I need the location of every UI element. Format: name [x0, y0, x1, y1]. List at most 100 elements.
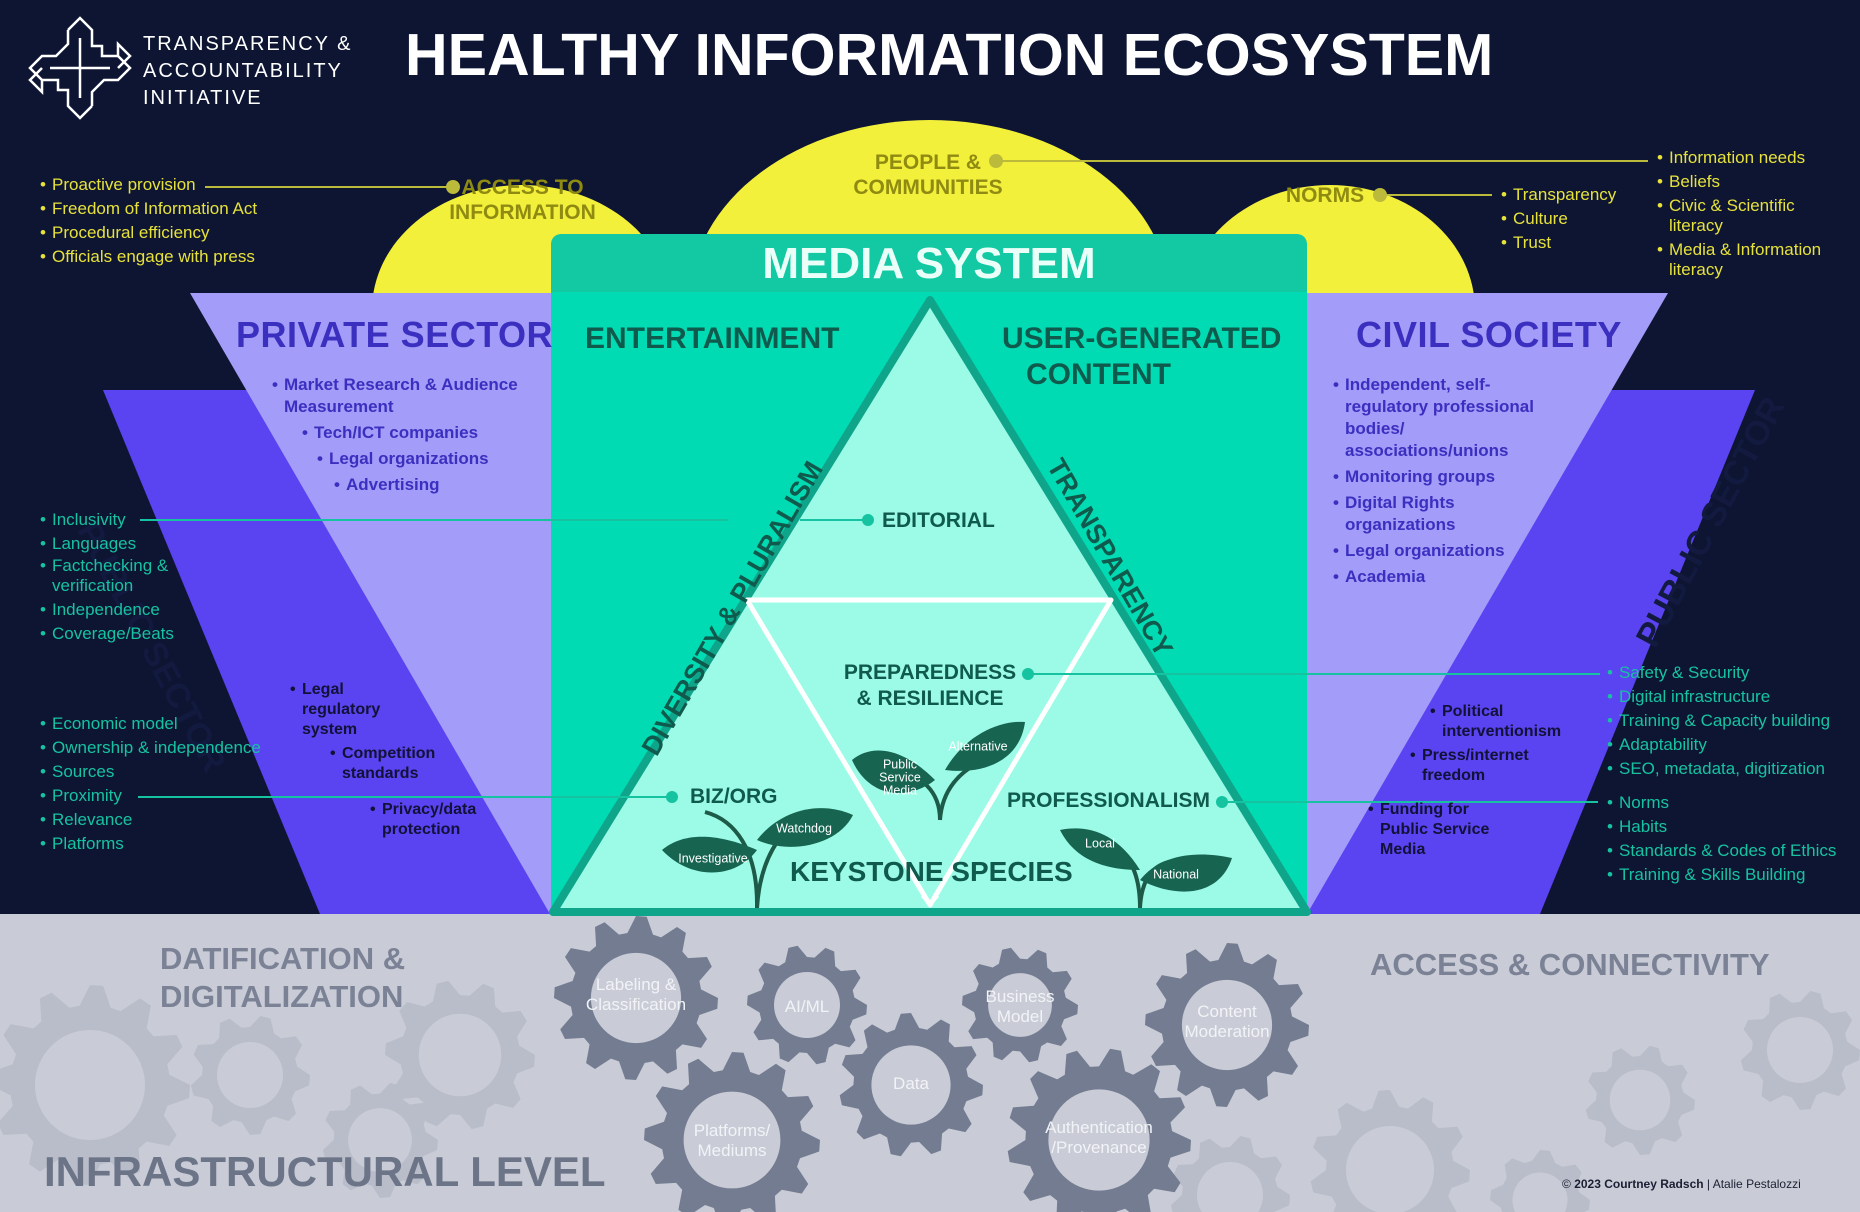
background-gear-2-hole: [418, 1013, 502, 1097]
yellow-dots: [446, 154, 1387, 202]
people-communities-label: PEOPLE & COMMUNITIES: [838, 150, 1018, 200]
leaf-watchdog: [757, 808, 853, 847]
label-line: INFORMATION: [449, 201, 596, 224]
label-line: Labeling &: [595, 975, 677, 994]
list-item: Legal regulatory system: [290, 680, 412, 740]
gear-label-labeling: Labeling & Classification: [586, 975, 686, 1015]
keystone-marker: [920, 894, 940, 907]
access-connectivity-label: ACCESS & CONNECTIVITY: [1370, 947, 1770, 982]
list-item: Freedom of Information Act: [40, 197, 257, 221]
private-sector-list: Market Research & Audience Measurement T…: [272, 374, 532, 496]
label-line: Content: [1197, 1002, 1257, 1021]
gear-label-platforms: Platforms/ Mediums: [694, 1121, 771, 1161]
list-item: Adaptability: [1607, 733, 1830, 757]
label-line: ACCESS TO: [461, 176, 584, 199]
list-item: Beliefs: [1657, 172, 1852, 192]
list-item: Transparency: [1501, 183, 1616, 207]
background-gear-8-hole: [1197, 1162, 1263, 1212]
list-item: Factchecking & verification: [40, 556, 205, 596]
norms-label: NORMS: [1285, 184, 1365, 207]
keystone-species-label: KEYSTONE SPECIES: [790, 856, 1073, 887]
list-item: Digital Rights organizations: [1333, 492, 1568, 536]
page-title: HEALTHY INFORMATION ECOSYSTEM: [405, 22, 1494, 88]
list-item: Proximity: [40, 784, 261, 808]
gear-aiml-hole: [774, 972, 840, 1038]
gear-layer: [0, 916, 1860, 1212]
list-item: Trust: [1501, 231, 1616, 255]
label-line: DIGITALIZATION: [160, 979, 404, 1014]
list-item: Standards & Codes of Ethics: [1607, 839, 1836, 863]
leaf-investigative: [662, 836, 757, 873]
label-line: USER-GENERATED: [1002, 322, 1282, 355]
list-item: Competition standards: [330, 744, 452, 784]
credit-author: 2023 Courtney Radsch: [1574, 1177, 1704, 1191]
list-item: Media & Information literacy: [1657, 240, 1839, 280]
gear-platforms-hole: [683, 1091, 781, 1189]
public-sector-right-list: Political interventionism Press/internet…: [1368, 702, 1561, 860]
background-gear-0-hole: [35, 1030, 145, 1140]
leaf-label-watchdog: Watchdog: [776, 821, 832, 836]
label-line: PREPAREDNESS: [843, 661, 1017, 684]
list-item: Tech/ICT companies: [302, 422, 532, 444]
leaf-alternative: [945, 721, 1025, 771]
copyright-icon: ©: [1562, 1177, 1571, 1191]
civil-society-list: Independent, self-regulatory professiona…: [1333, 374, 1568, 588]
leaf-psm: [852, 750, 935, 794]
bizorg-label: BIZ/ORG: [690, 785, 778, 808]
gear-data-hole: [871, 1045, 951, 1125]
list-item: Political interventionism: [1430, 702, 1561, 742]
list-item: Norms: [1607, 791, 1836, 815]
list-item: Legal organizations: [1333, 540, 1568, 562]
list-item: Procedural efficiency: [40, 221, 257, 245]
list-item: Monitoring groups: [1333, 466, 1568, 488]
gear-label-aiml: AI/ML: [784, 997, 830, 1016]
credit: © 2023 Courtney Radsch | Atalie Pestaloz…: [1562, 1176, 1801, 1192]
list-item: Platforms: [40, 832, 261, 856]
label-line: PEOPLE &: [874, 151, 982, 174]
list-item: Independent, self-regulatory professiona…: [1333, 374, 1568, 462]
public-sector-left-list: Legal regulatory system Competition stan…: [290, 680, 476, 840]
professionalism-items-list: Norms Habits Standards & Codes of Ethics…: [1607, 791, 1836, 887]
bizorg-items-list: Economic model Ownership & independence …: [40, 712, 261, 856]
media-system-header: [551, 234, 1307, 304]
background-gear-5-hole: [1609, 1069, 1671, 1131]
media-triangle: [549, 296, 1311, 916]
entertainment-label: ENTERTAINMENT: [585, 322, 840, 355]
tai-logo-icon: [28, 16, 132, 120]
list-item: Legal organizations: [317, 448, 532, 470]
preparedness-items-list: Safety & Security Digital infrastructure…: [1607, 661, 1830, 781]
people-items-list: Information needs Beliefs Civic & Scient…: [1657, 148, 1852, 280]
leaf-label-alternative: Alternative: [948, 739, 1008, 754]
norms-items-list: Transparency Culture Trust: [1501, 183, 1616, 255]
background-gear-3-hole: [348, 1108, 412, 1172]
list-item: Inclusivity: [40, 508, 205, 532]
credit-designer: | Atalie Pestalozzi: [1706, 1177, 1801, 1191]
label-line: Public: [882, 757, 918, 772]
list-item: Independence: [40, 598, 205, 622]
preparedness-label: PREPAREDNESS & RESILIENCE: [840, 660, 1020, 712]
background-gear-4-hole: [1346, 1126, 1434, 1212]
list-item: Ownership & independence: [40, 736, 261, 760]
leaf-label-psm: Public Service Media: [879, 757, 921, 798]
leaf-label-national: National: [1153, 867, 1199, 882]
label-line: Business: [985, 987, 1055, 1006]
gear-labeling-hole: [590, 952, 682, 1044]
professionalism-label: PROFESSIONALISM: [1007, 789, 1211, 812]
list-item: Information needs: [1657, 148, 1852, 168]
infrastructural-level-label: INFRASTRUCTURAL LEVEL: [44, 1148, 606, 1195]
ugc-label: USER-GENERATED CONTENT: [1002, 321, 1281, 393]
gear-label-data: Data: [893, 1074, 929, 1093]
list-item: Academia: [1333, 566, 1568, 588]
leaf-label-local: Local: [1085, 836, 1115, 851]
list-item: Culture: [1501, 207, 1616, 231]
inner-triangle: [744, 597, 1114, 908]
list-item: Training & Skills Building: [1607, 863, 1836, 887]
gear-label-business: Business Model: [986, 987, 1055, 1027]
civil-society-title: CIVIL SOCIETY: [1356, 314, 1622, 355]
label-line: DATIFICATION &: [160, 941, 406, 976]
list-item: Economic model: [40, 712, 261, 736]
editorial-label: EDITORIAL: [882, 509, 995, 532]
label-line: COMMUNITIES: [853, 176, 1003, 199]
org-name-line: INITIATIVE: [143, 87, 263, 109]
list-item: Safety & Security: [1607, 661, 1830, 685]
